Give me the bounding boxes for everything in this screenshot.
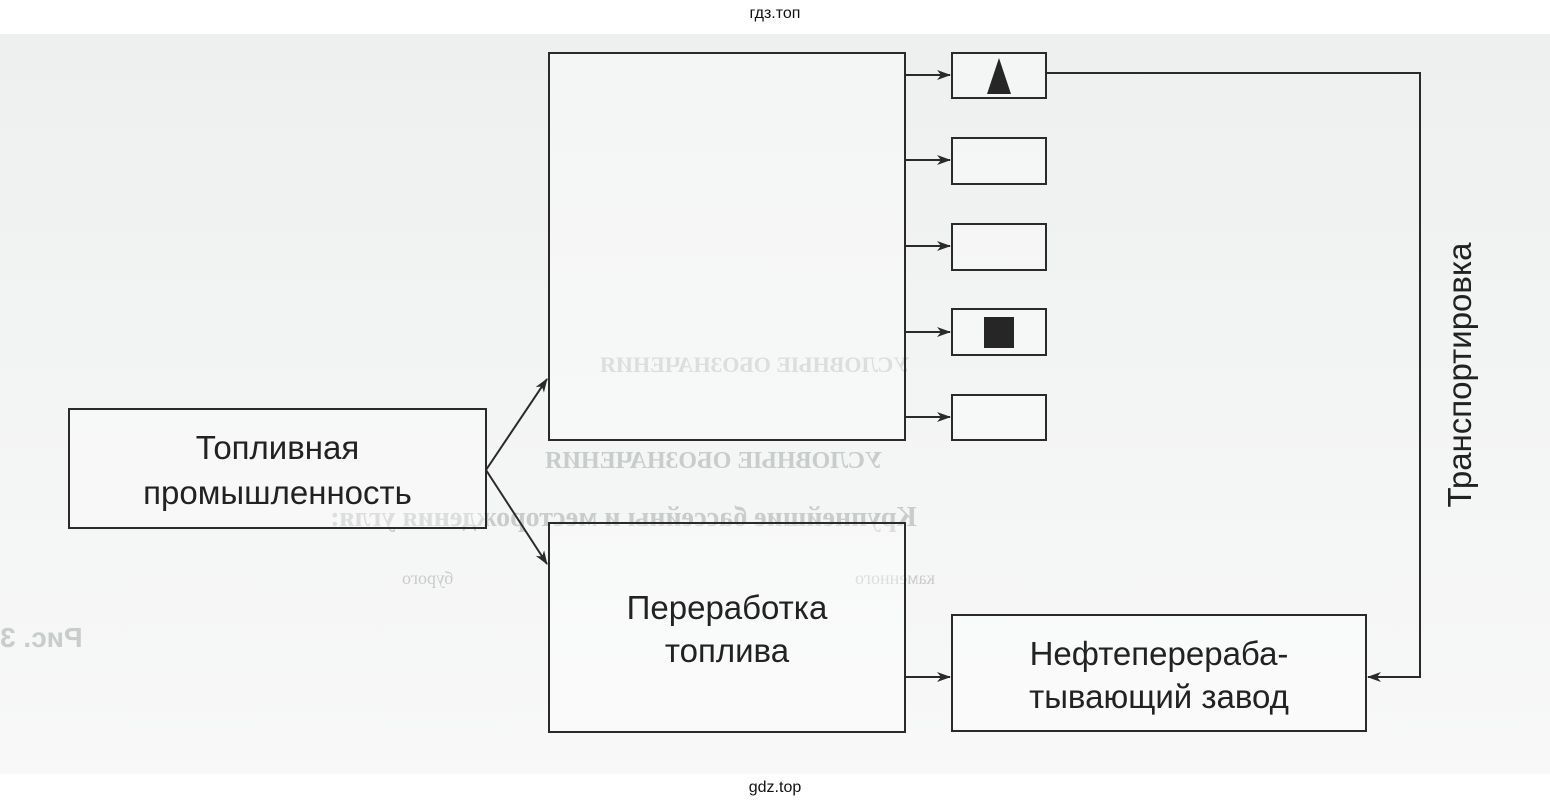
slot-box-5 xyxy=(951,394,1047,441)
slot-box-3 xyxy=(951,223,1047,271)
refinery-line-2: тывающий завод xyxy=(1029,678,1289,715)
arrow-to-extraction xyxy=(485,378,548,471)
square-icon xyxy=(984,317,1014,348)
slot-box-2 xyxy=(951,137,1047,185)
map-background xyxy=(0,34,1550,774)
refinery-box: Нефтеперераба- тывающий завод xyxy=(951,614,1367,732)
fuel-industry-line-2: промышленность xyxy=(143,474,412,511)
transport-label: Транспортировка xyxy=(1441,242,1478,508)
transport-arrow xyxy=(1046,72,1421,682)
triangle-icon xyxy=(987,58,1011,94)
fuel-extraction-box xyxy=(548,52,906,441)
watermark-top: гдз.топ xyxy=(749,5,801,22)
refinery-line-1: Нефтеперераба- xyxy=(1029,635,1289,672)
fuel-processing-line-1: Переработка xyxy=(626,589,828,626)
watermark-bottom: gdz.top xyxy=(748,779,802,796)
fuel-processing-line-2: топлива xyxy=(664,632,790,669)
fuel-industry-box: Топливная промышленность xyxy=(68,408,487,529)
fuel-industry-line-1: Топливная xyxy=(195,429,360,466)
slot-box-4 xyxy=(951,308,1047,356)
arrow-to-processing xyxy=(485,469,548,565)
fuel-processing-box: Переработка топлива xyxy=(548,522,906,733)
slot-box-1 xyxy=(951,52,1047,99)
